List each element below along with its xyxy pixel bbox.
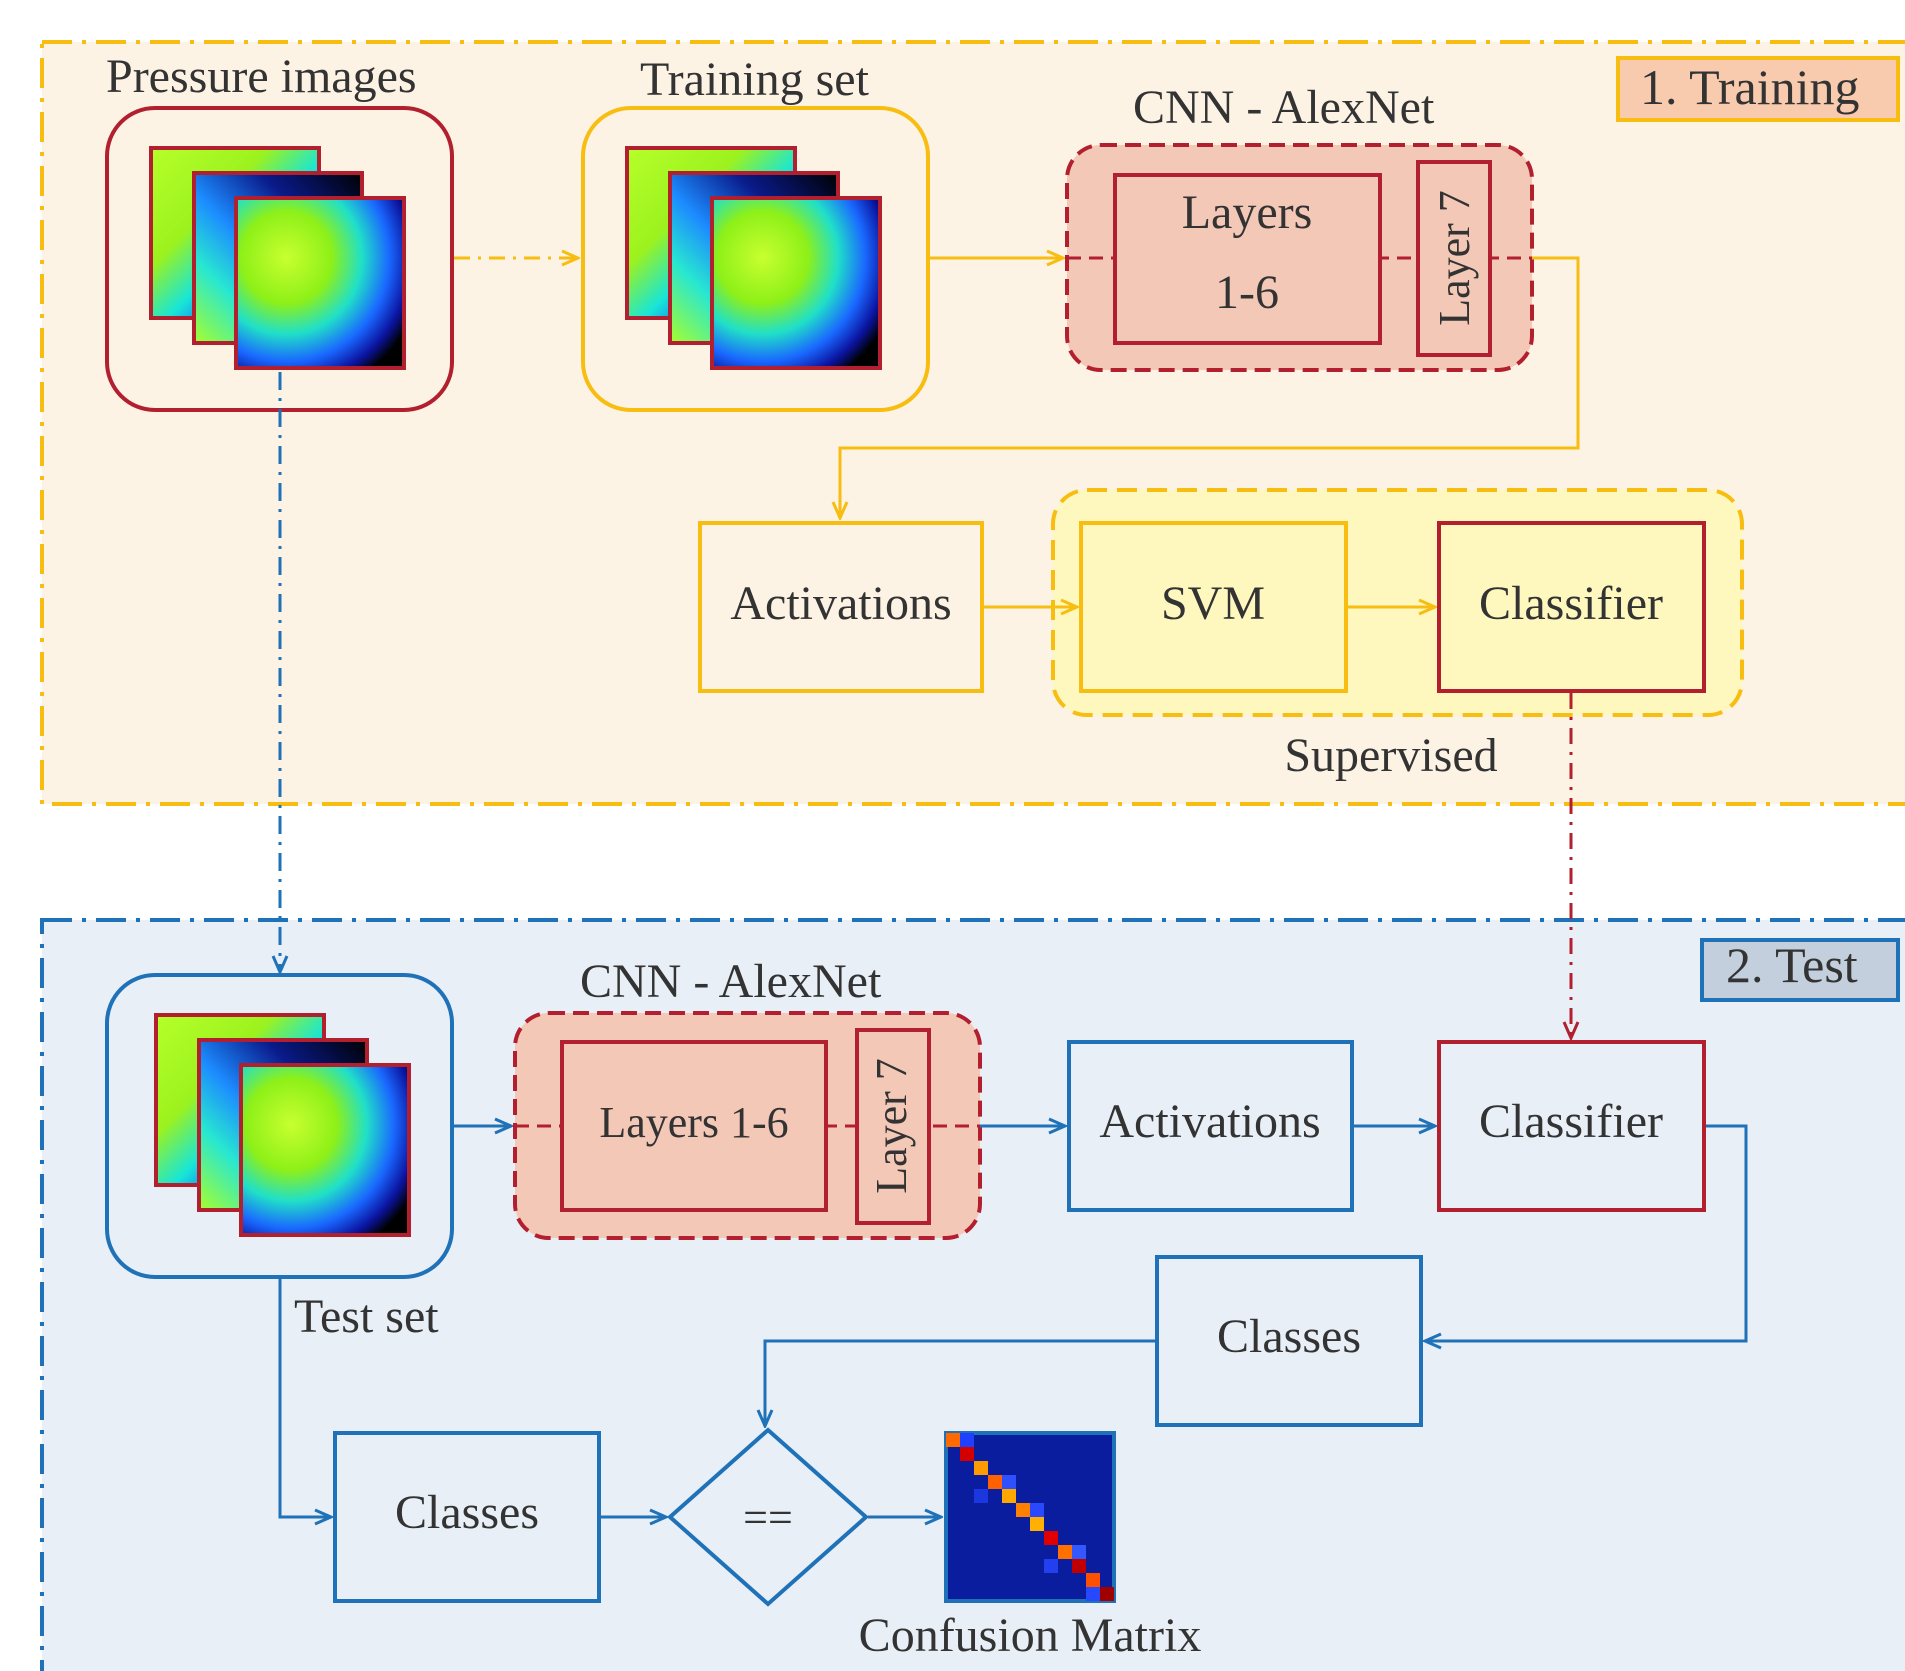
confusion-matrix-diagonal-cell bbox=[1030, 1517, 1044, 1531]
test-tag: 2. Test bbox=[1726, 937, 1858, 993]
training-activations-label: Activations bbox=[730, 577, 951, 630]
confusion-matrix-offdiagonal-cell bbox=[1086, 1587, 1100, 1601]
supervised-label: Supervised bbox=[1284, 729, 1497, 782]
arrow-predicted-to-compare bbox=[765, 1339, 1155, 1426]
training-tag-box bbox=[1616, 56, 1900, 122]
test-tag-box bbox=[1700, 938, 1900, 1002]
confusion-matrix-diagonal-cell bbox=[988, 1475, 1002, 1489]
confusion-matrix-diagonal-cell bbox=[1058, 1545, 1072, 1559]
training-classifier-box bbox=[1437, 521, 1706, 693]
confusion-matrix-diagonal-cell bbox=[1044, 1531, 1058, 1545]
test-image-stack-icon bbox=[154, 1013, 411, 1237]
test-layers-box bbox=[560, 1040, 828, 1212]
confusion-matrix-label: Confusion Matrix bbox=[859, 1609, 1202, 1662]
confusion-matrix-offdiagonal-cell bbox=[1002, 1475, 1016, 1489]
test-cnn-title: CNN - AlexNet bbox=[580, 955, 882, 1008]
svm-label: SVM bbox=[1161, 577, 1265, 630]
training-cnn-title: CNN - AlexNet bbox=[1133, 81, 1435, 134]
confusion-matrix-diagonal-cell bbox=[1016, 1503, 1030, 1517]
compare-label: == bbox=[743, 1493, 793, 1542]
confusion-matrix-diagonal-cell bbox=[946, 1433, 960, 1447]
confusion-matrix-diagonal-cell bbox=[1002, 1489, 1016, 1503]
training-layers-box bbox=[1113, 173, 1382, 345]
training-layers-line2: 1-6 bbox=[1215, 266, 1279, 319]
true-classes-box bbox=[333, 1431, 601, 1603]
confusion-matrix-diagonal-cell bbox=[974, 1461, 988, 1475]
test-set-box bbox=[105, 973, 454, 1279]
training-layers-line1: Layers bbox=[1182, 186, 1313, 239]
training-layer7-box bbox=[1416, 160, 1492, 357]
compare-diamond bbox=[666, 1427, 870, 1607]
predicted-classes-label: Classes bbox=[1217, 1310, 1361, 1363]
training-set-box bbox=[581, 106, 930, 412]
training-layer7-label: Layer 7 bbox=[1430, 190, 1479, 326]
arrow-cnn-to-activations bbox=[840, 256, 1580, 518]
confusion-matrix-offdiagonal-cell bbox=[1072, 1545, 1086, 1559]
arrow-classifier-to-classes bbox=[1425, 1124, 1748, 1341]
test-activations-box bbox=[1067, 1040, 1354, 1212]
confusion-matrix-offdiagonal-cell bbox=[1044, 1559, 1058, 1573]
pressure-image-stack-icon bbox=[149, 146, 406, 370]
arrow-testset-to-classes bbox=[278, 1279, 331, 1517]
test-set-label: Test set bbox=[294, 1290, 439, 1343]
confusion-matrix-diagonal-cell bbox=[960, 1447, 974, 1461]
training-activations-box bbox=[698, 521, 984, 693]
true-classes-label: Classes bbox=[395, 1486, 539, 1539]
predicted-classes-box bbox=[1155, 1255, 1423, 1427]
confusion-matrix-offdiagonal-cell bbox=[1030, 1503, 1044, 1517]
confusion-matrix-offdiagonal-cell bbox=[960, 1433, 974, 1447]
training-set-label: Training set bbox=[640, 53, 870, 106]
confusion-matrix-diagonal-cell bbox=[1072, 1559, 1086, 1573]
training-tag: 1. Training bbox=[1640, 59, 1860, 115]
test-layers-label: Layers 1-6 bbox=[599, 1098, 788, 1147]
svm-box bbox=[1079, 521, 1348, 693]
training-image-stack-icon bbox=[625, 146, 882, 370]
confusion-matrix-icon bbox=[944, 1431, 1116, 1603]
confusion-matrix-diagonal-cell bbox=[1100, 1587, 1114, 1601]
test-classifier-label: Classifier bbox=[1479, 1095, 1663, 1148]
test-layer7-label: Layer 7 bbox=[867, 1058, 916, 1194]
test-activations-label: Activations bbox=[1099, 1095, 1320, 1148]
test-layer7-box bbox=[855, 1028, 931, 1225]
pressure-images-label: Pressure images bbox=[106, 50, 417, 103]
test-classifier-box bbox=[1437, 1040, 1706, 1212]
confusion-matrix-diagonal-cell bbox=[1086, 1573, 1100, 1587]
training-classifier-label: Classifier bbox=[1479, 577, 1663, 630]
confusion-matrix-offdiagonal-cell bbox=[974, 1489, 988, 1503]
